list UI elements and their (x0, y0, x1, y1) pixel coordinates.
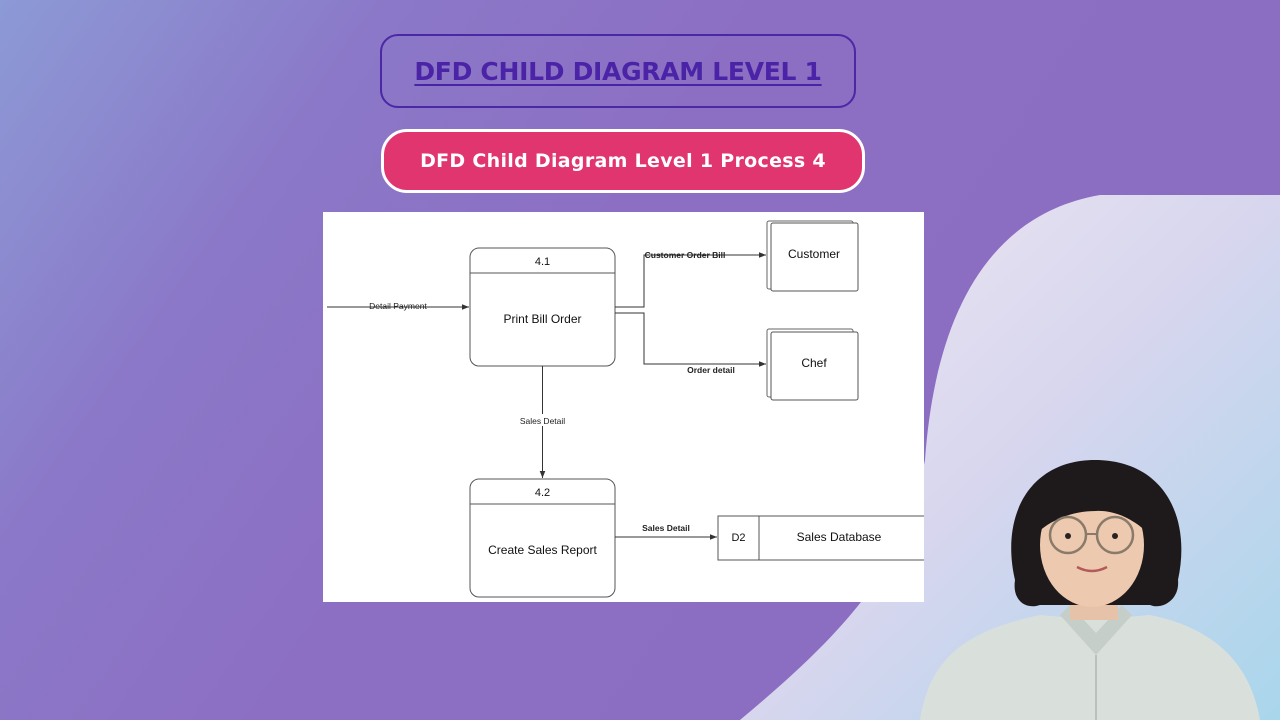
flow-order-detail-label: Order detail (687, 365, 735, 375)
datastore-d2-id: D2 (731, 532, 745, 544)
flow-sales-detail-horizontal: Sales Detail (615, 523, 717, 540)
subtitle-badge: DFD Child Diagram Level 1 Process 4 (381, 129, 865, 193)
page-subtitle: DFD Child Diagram Level 1 Process 4 (420, 150, 826, 172)
page-title: DFD CHILD DIAGRAM LEVEL 1 (414, 56, 822, 86)
flow-order-detail: Order detail (615, 312, 766, 375)
entity-customer-label: Customer (788, 247, 840, 261)
dfd-diagram: 4.1 Print Bill Order 4.2 Create Sales Re… (323, 212, 924, 602)
process-4-2: 4.2 Create Sales Report (469, 478, 616, 598)
presenter-video (920, 460, 1260, 720)
entity-chef: Chef (766, 328, 859, 401)
flow-sales-detail-vertical-label: Sales Detail (520, 416, 565, 426)
process-4-1-id: 4.1 (535, 256, 550, 268)
entity-customer: Customer (766, 220, 859, 292)
flow-sales-detail-horizontal-label: Sales Detail (642, 523, 690, 533)
datastore-d2: D2 Sales Database (717, 515, 924, 561)
process-4-2-id: 4.2 (535, 487, 550, 499)
process-4-1: 4.1 Print Bill Order (469, 247, 616, 367)
title-box: DFD CHILD DIAGRAM LEVEL 1 (380, 34, 856, 108)
flow-detail-payment-label: Detail Payment (369, 301, 427, 311)
datastore-d2-name: Sales Database (797, 530, 882, 544)
flow-customer-order-bill: Customer Order Bill (615, 250, 766, 308)
process-4-1-name: Print Bill Order (503, 312, 581, 326)
process-4-2-name: Create Sales Report (488, 543, 597, 557)
flow-sales-detail-vertical: Sales Detail (517, 366, 568, 478)
entity-chef-label: Chef (801, 356, 827, 370)
flow-detail-payment: Detail Payment (327, 301, 469, 311)
flow-customer-order-bill-label: Customer Order Bill (645, 250, 726, 260)
